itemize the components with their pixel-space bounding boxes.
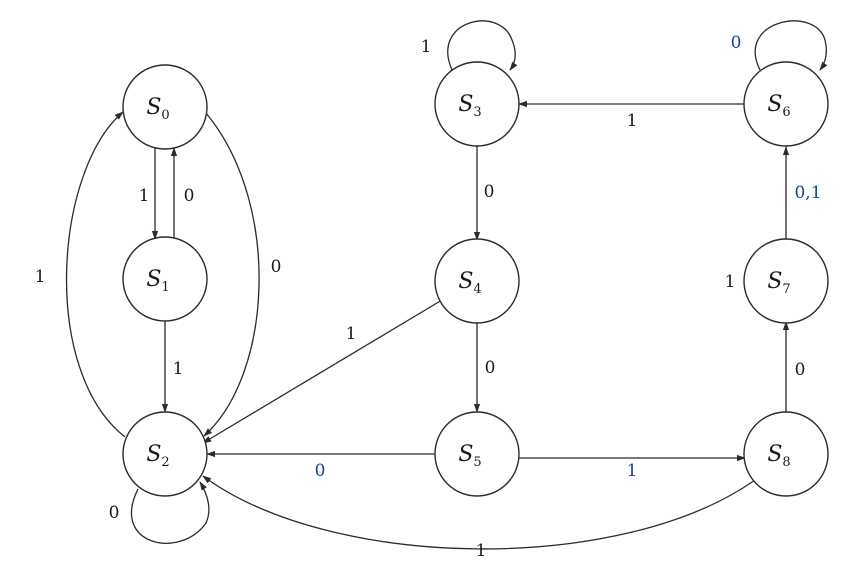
state-s0-sub: 0: [161, 108, 169, 123]
edge-s6-loop: [754, 20, 828, 71]
svg-text:S6: S6: [767, 92, 790, 120]
state-s2: S2: [122, 411, 208, 497]
state-s7-sub: 7: [782, 282, 790, 297]
state-s0-name: S: [146, 95, 161, 120]
label-s6-s3: 1: [627, 111, 638, 131]
state-s8-sub: 8: [782, 455, 790, 470]
state-s5: S5: [434, 411, 520, 497]
state-s8: S8: [743, 411, 829, 497]
label-s4-s2: 1: [346, 324, 357, 344]
edge-s8-s2: [202, 475, 756, 550]
label-s8-s7: 0: [795, 360, 806, 380]
svg-text:S2: S2: [146, 442, 169, 470]
label-s5-s8: 1: [627, 461, 638, 481]
label-s0-s1: 1: [139, 186, 150, 206]
state-s4: S4: [434, 238, 520, 324]
state-s3-sub: 3: [473, 105, 481, 120]
label-s3-loop: 1: [421, 37, 432, 57]
state-s1: S1: [122, 236, 208, 322]
label-s1-s2: 1: [173, 359, 184, 379]
svg-text:S7: S7: [767, 269, 790, 297]
state-s7-name: S: [767, 269, 782, 294]
label-s7-s6: 0,1: [794, 183, 821, 203]
label-s6-loop: 0: [731, 33, 742, 53]
label-s2-loop: 0: [109, 503, 120, 523]
label-s1-s0: 0: [184, 186, 195, 206]
state-s7: S7: [743, 238, 829, 324]
state-s2-name: S: [146, 442, 161, 467]
state-s4-name: S: [458, 269, 473, 294]
state-s4-sub: 4: [473, 282, 481, 297]
label-s0-s2: 0: [271, 257, 282, 277]
label-s5-s2: 0: [315, 461, 326, 481]
svg-text:S8: S8: [767, 442, 790, 470]
svg-text:S3: S3: [458, 92, 481, 120]
edge-s2-loop: [130, 481, 210, 544]
label-s3-s4: 0: [484, 182, 495, 202]
label-s8-s2: 1: [476, 541, 487, 561]
state-s0: S0: [122, 64, 208, 150]
label-s4-s5: 0: [485, 358, 496, 378]
svg-text:S4: S4: [458, 269, 481, 297]
label-s2-s0: 1: [35, 267, 46, 287]
svg-text:S0: S0: [146, 95, 169, 123]
state-s8-name: S: [767, 442, 782, 467]
state-s6-name: S: [767, 92, 782, 117]
state-s3: S3: [434, 61, 520, 147]
label-s7-loop: 1: [725, 272, 736, 292]
state-s6-sub: 6: [782, 105, 790, 120]
edge-s2-s0: [65, 111, 126, 438]
edge-s3-loop: [447, 20, 518, 71]
svg-text:S5: S5: [458, 442, 481, 470]
state-s1-sub: 1: [161, 280, 169, 295]
state-s5-sub: 5: [473, 455, 481, 470]
svg-text:S1: S1: [146, 267, 169, 295]
edge-s0-s2: [203, 112, 260, 437]
state-s2-sub: 2: [161, 455, 169, 470]
state-s3-name: S: [458, 92, 473, 117]
state-s5-name: S: [458, 442, 473, 467]
state-s6: S6: [743, 61, 829, 147]
state-s1-name: S: [146, 267, 161, 292]
edge-s4-s2: [202, 299, 443, 444]
